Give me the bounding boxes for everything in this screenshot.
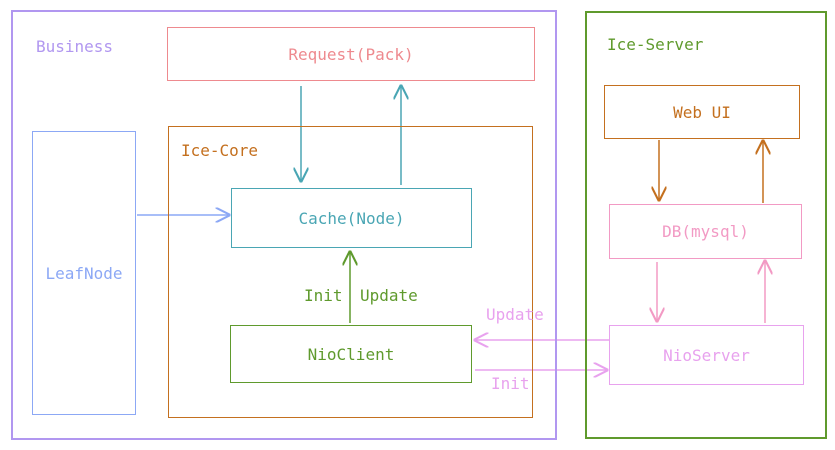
nioclient-box: NioClient bbox=[230, 325, 472, 383]
nioclient-label: NioClient bbox=[307, 344, 395, 364]
edge-label-update-server: Update bbox=[486, 305, 544, 324]
edge-label-init-cache: Init bbox=[304, 286, 343, 305]
leafnode-box: LeafNode bbox=[32, 131, 136, 415]
web-ui-label: Web UI bbox=[673, 102, 731, 122]
business-label: Business bbox=[36, 37, 114, 56]
cache-node-box: Cache(Node) bbox=[231, 188, 472, 248]
ice-server-label: Ice-Server bbox=[607, 35, 704, 54]
business-container bbox=[11, 10, 557, 440]
cache-node-label: Cache(Node) bbox=[298, 208, 405, 228]
edge-label-init-server: Init bbox=[491, 374, 530, 393]
db-mysql-label: DB(mysql) bbox=[662, 222, 749, 241]
leafnode-label: LeafNode bbox=[45, 263, 123, 283]
request-pack-label: Request(Pack) bbox=[288, 44, 414, 64]
ice-core-container bbox=[168, 126, 533, 418]
ice-core-label: Ice-Core bbox=[181, 141, 259, 160]
web-ui-box: Web UI bbox=[604, 85, 800, 139]
request-pack-box: Request(Pack) bbox=[167, 27, 535, 81]
db-mysql-box: DB(mysql) bbox=[609, 204, 802, 259]
ice-server-container bbox=[585, 11, 827, 439]
edge-label-update-cache: Update bbox=[360, 286, 418, 305]
nioserver-box: NioServer bbox=[609, 325, 804, 385]
nioserver-label: NioServer bbox=[663, 345, 750, 365]
